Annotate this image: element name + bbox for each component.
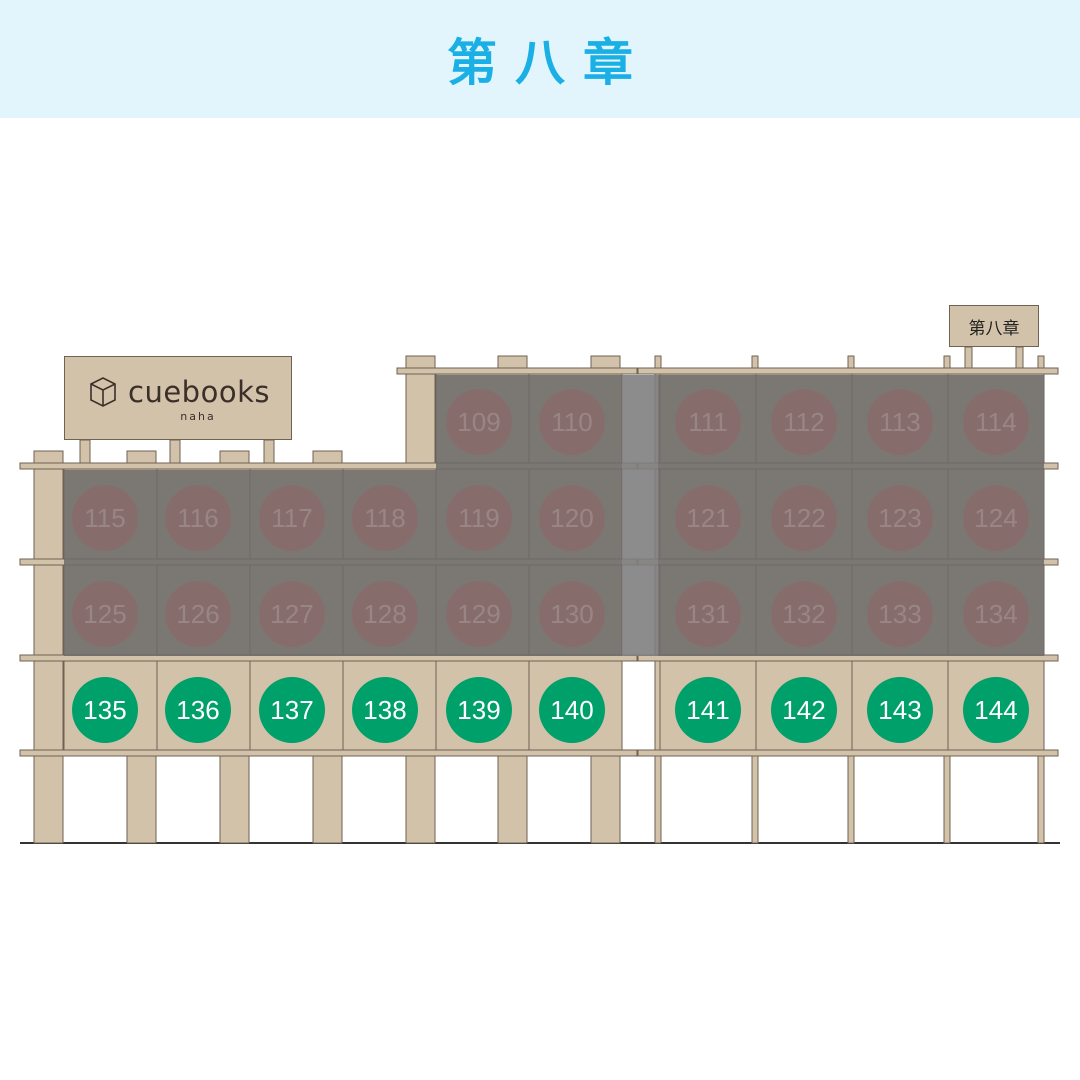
occupied-block-label-130: 130: [550, 599, 593, 629]
logo-sign: cuebooks naha: [64, 356, 292, 440]
available-block-label-136: 136: [176, 695, 219, 725]
occupied-block-circle-127: [259, 581, 325, 647]
occupied-block-circle-125: [72, 581, 138, 647]
occupied-block-label-120: 120: [550, 503, 593, 533]
occupied-overlay-gap: [622, 375, 658, 656]
occupied-block-label-132: 132: [782, 599, 825, 629]
logo-support-1: [169, 439, 181, 467]
shelf-post-left-0: [33, 450, 64, 844]
occupied-block-label-111: 111: [688, 407, 728, 437]
occupied-block-label-112: 112: [783, 407, 824, 437]
available-block-label-137: 137: [270, 695, 313, 725]
available-block-circle-144: [963, 677, 1029, 743]
sign-support-0: [964, 346, 973, 372]
occupied-block-label-114: 114: [975, 407, 1016, 437]
shelf-board-9: [637, 749, 1059, 757]
occupied-block-circle-118: [352, 485, 418, 551]
occupied-block-circle-132: [771, 581, 837, 647]
logo-text: cuebooks: [128, 375, 270, 409]
box-icon: [90, 377, 116, 407]
occupied-block-label-124: 124: [974, 503, 1017, 533]
occupied-block-label-128: 128: [363, 599, 406, 629]
occupied-block-label-117: 117: [271, 503, 312, 533]
available-block-label-140: 140: [550, 695, 593, 725]
sign-support-1: [1015, 346, 1024, 372]
occupied-block-label-123: 123: [878, 503, 921, 533]
occupied-block-circle-121: [675, 485, 741, 551]
available-block-circle-135: [72, 677, 138, 743]
occupied-block-label-121: 121: [686, 503, 729, 533]
logo-subtext: naha: [180, 410, 216, 423]
occupied-block-label-110: 110: [551, 407, 592, 437]
occupied-block-circle-110: [539, 389, 605, 455]
available-block-circle-143: [867, 677, 933, 743]
occupied-block-label-118: 118: [364, 503, 405, 533]
available-block-circle-142: [771, 677, 837, 743]
occupied-block-circle-123: [867, 485, 933, 551]
occupied-block-circle-119: [446, 485, 512, 551]
occupied-block-label-131: 131: [686, 599, 729, 629]
occupied-block-circle-130: [539, 581, 605, 647]
chapter-sign-label: 第八章: [968, 318, 1020, 339]
chapter-sign: 第八章: [949, 305, 1039, 347]
occupied-block-label-125: 125: [83, 599, 126, 629]
shelf-board-0: [396, 367, 638, 375]
occupied-block-label-126: 126: [176, 599, 219, 629]
occupied-block-circle-131: [675, 581, 741, 647]
occupied-block-circle-116: [165, 485, 231, 551]
occupied-block-circle-134: [963, 581, 1029, 647]
occupied-block-circle-128: [352, 581, 418, 647]
occupied-block-circle-124: [963, 485, 1029, 551]
available-block-label-143: 143: [878, 695, 921, 725]
available-block-circle-137: [259, 677, 325, 743]
occupied-block-circle-129: [446, 581, 512, 647]
occupied-block-label-115: 115: [84, 503, 125, 533]
occupied-block-circle-112: [771, 389, 837, 455]
available-block-label-144: 144: [974, 695, 1017, 725]
available-block-circle-140: [539, 677, 605, 743]
occupied-block-circle-111: [675, 389, 741, 455]
occupied-block-label-127: 127: [270, 599, 313, 629]
occupied-overlay-lower-left: [64, 470, 622, 656]
occupied-block-label-113: 113: [879, 407, 920, 437]
occupied-block-label-116: 116: [177, 503, 218, 533]
available-block-label-141: 141: [686, 695, 729, 725]
available-block-circle-139: [446, 677, 512, 743]
available-block-label-135: 135: [83, 695, 126, 725]
occupied-block-circle-126: [165, 581, 231, 647]
available-block-label-139: 139: [457, 695, 500, 725]
occupied-block-label-129: 129: [457, 599, 500, 629]
occupied-block-circle-120: [539, 485, 605, 551]
page-title: 第八章: [447, 34, 651, 92]
available-block-circle-141: [675, 677, 741, 743]
available-block-circle-138: [352, 677, 418, 743]
available-block-label-138: 138: [363, 695, 406, 725]
page-header: 第八章: [0, 0, 1080, 118]
occupied-block-circle-109: [446, 389, 512, 455]
available-block-circle-136: [165, 677, 231, 743]
occupied-block-label-134: 134: [974, 599, 1017, 629]
occupied-block-circle-122: [771, 485, 837, 551]
occupied-block-circle-115: [72, 485, 138, 551]
occupied-block-label-122: 122: [782, 503, 825, 533]
logo-support-2: [263, 439, 275, 467]
occupied-block-circle-113: [867, 389, 933, 455]
occupied-block-circle-117: [259, 485, 325, 551]
shelf-board-1: [637, 367, 1059, 375]
occupied-block-label-119: 119: [458, 503, 499, 533]
occupied-block-label-133: 133: [878, 599, 921, 629]
shelf-board-8: [19, 749, 638, 757]
occupied-block-circle-114: [963, 389, 1029, 455]
occupied-block-label-109: 109: [457, 407, 500, 437]
logo-support-0: [79, 439, 91, 467]
available-block-label-142: 142: [782, 695, 825, 725]
occupied-block-circle-133: [867, 581, 933, 647]
